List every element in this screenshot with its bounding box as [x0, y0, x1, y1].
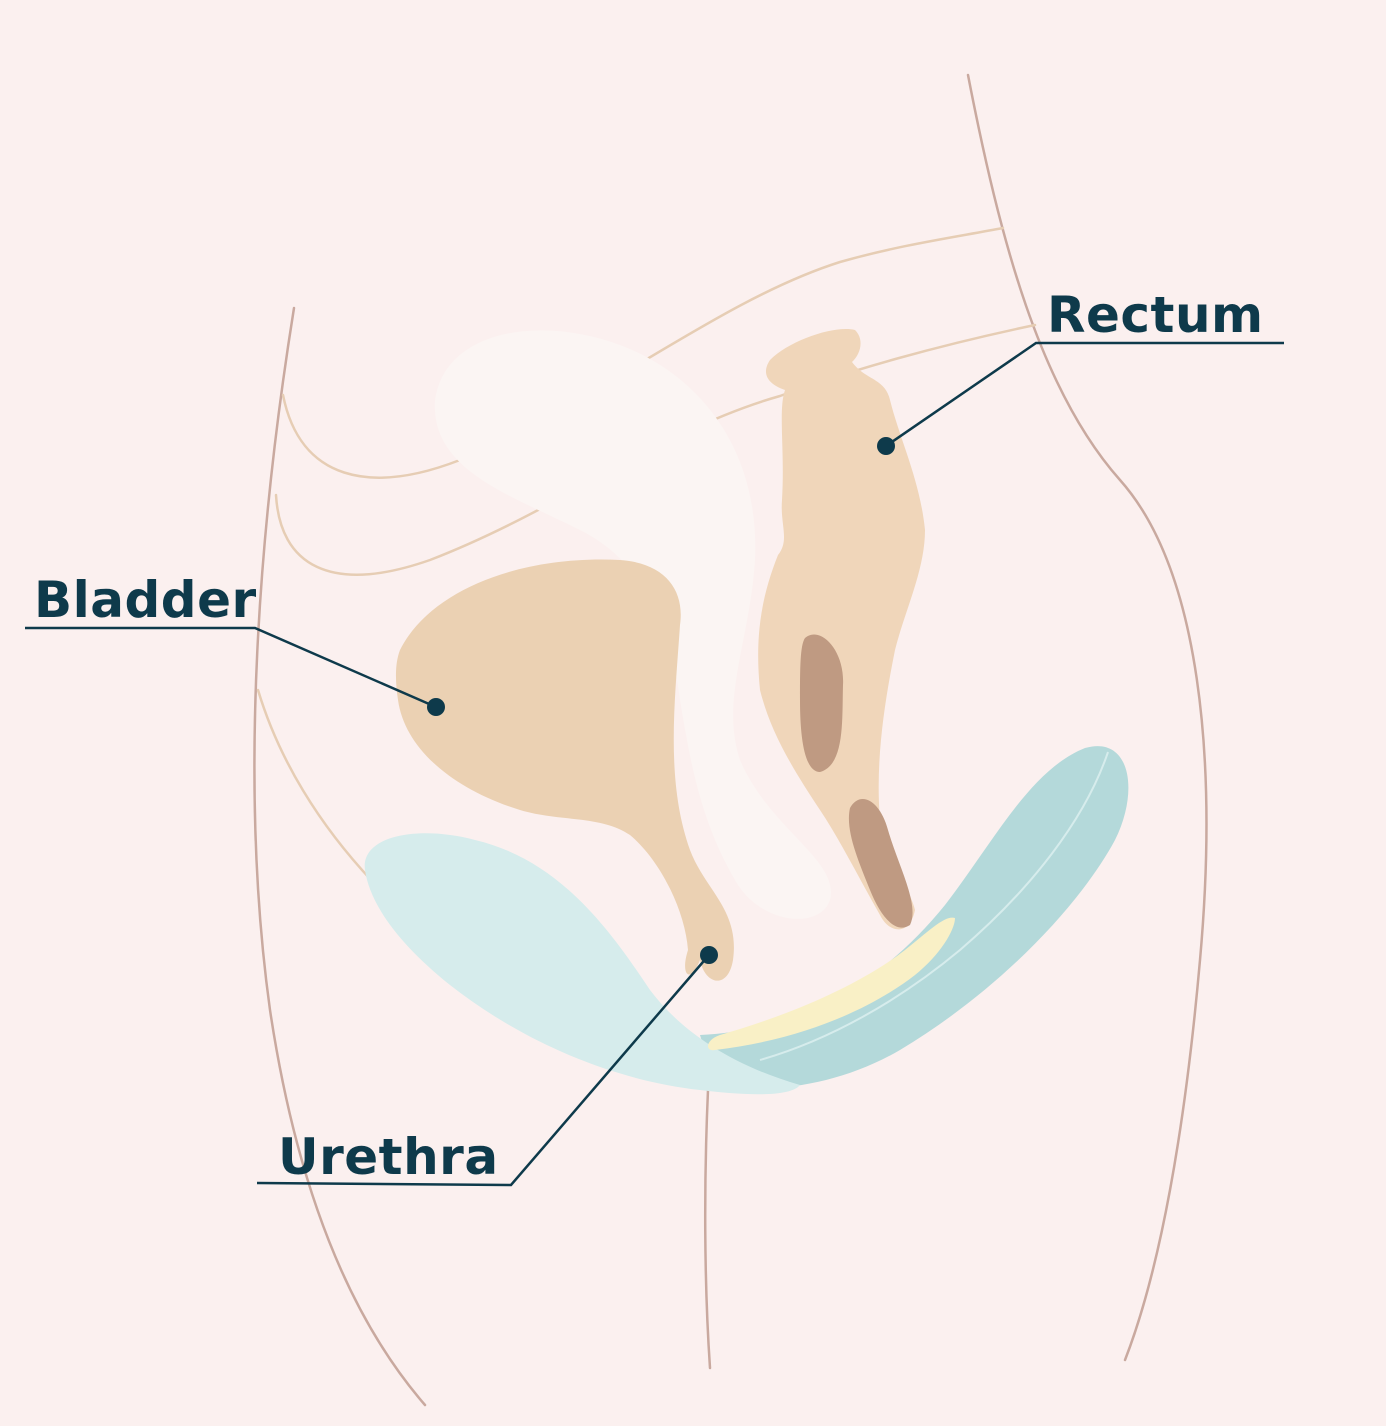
pelvic-floor-front	[364, 833, 800, 1095]
rectum-inner-lower	[848, 799, 913, 928]
pelvic-floor-line	[759, 751, 1109, 1061]
uterus-shape	[434, 330, 831, 919]
left-body-contour	[253, 306, 427, 1407]
leader-lines	[25, 341, 1284, 1187]
right-body-contour	[966, 73, 1208, 1362]
rectum-leader-line	[885, 341, 1284, 448]
urethra-marker-dot	[700, 946, 718, 964]
urethra-leader-line	[256, 954, 710, 1187]
body-outline	[253, 73, 1208, 1407]
highlight-strip	[708, 917, 955, 1051]
bladder-leader-line	[25, 626, 437, 709]
bladder-label: Bladder	[34, 571, 257, 629]
rectum-label: Rectum	[1047, 286, 1264, 344]
bladder-marker-dot	[427, 698, 445, 716]
leg-line	[703, 1088, 712, 1370]
pelvic-floor-back	[700, 746, 1129, 1089]
rectum-marker-dot	[877, 437, 895, 455]
rectum-inner-upper	[800, 634, 844, 772]
bladder-organ	[395, 559, 734, 981]
rectum-organ	[758, 329, 925, 930]
urethra-label: Urethra	[278, 1128, 499, 1186]
